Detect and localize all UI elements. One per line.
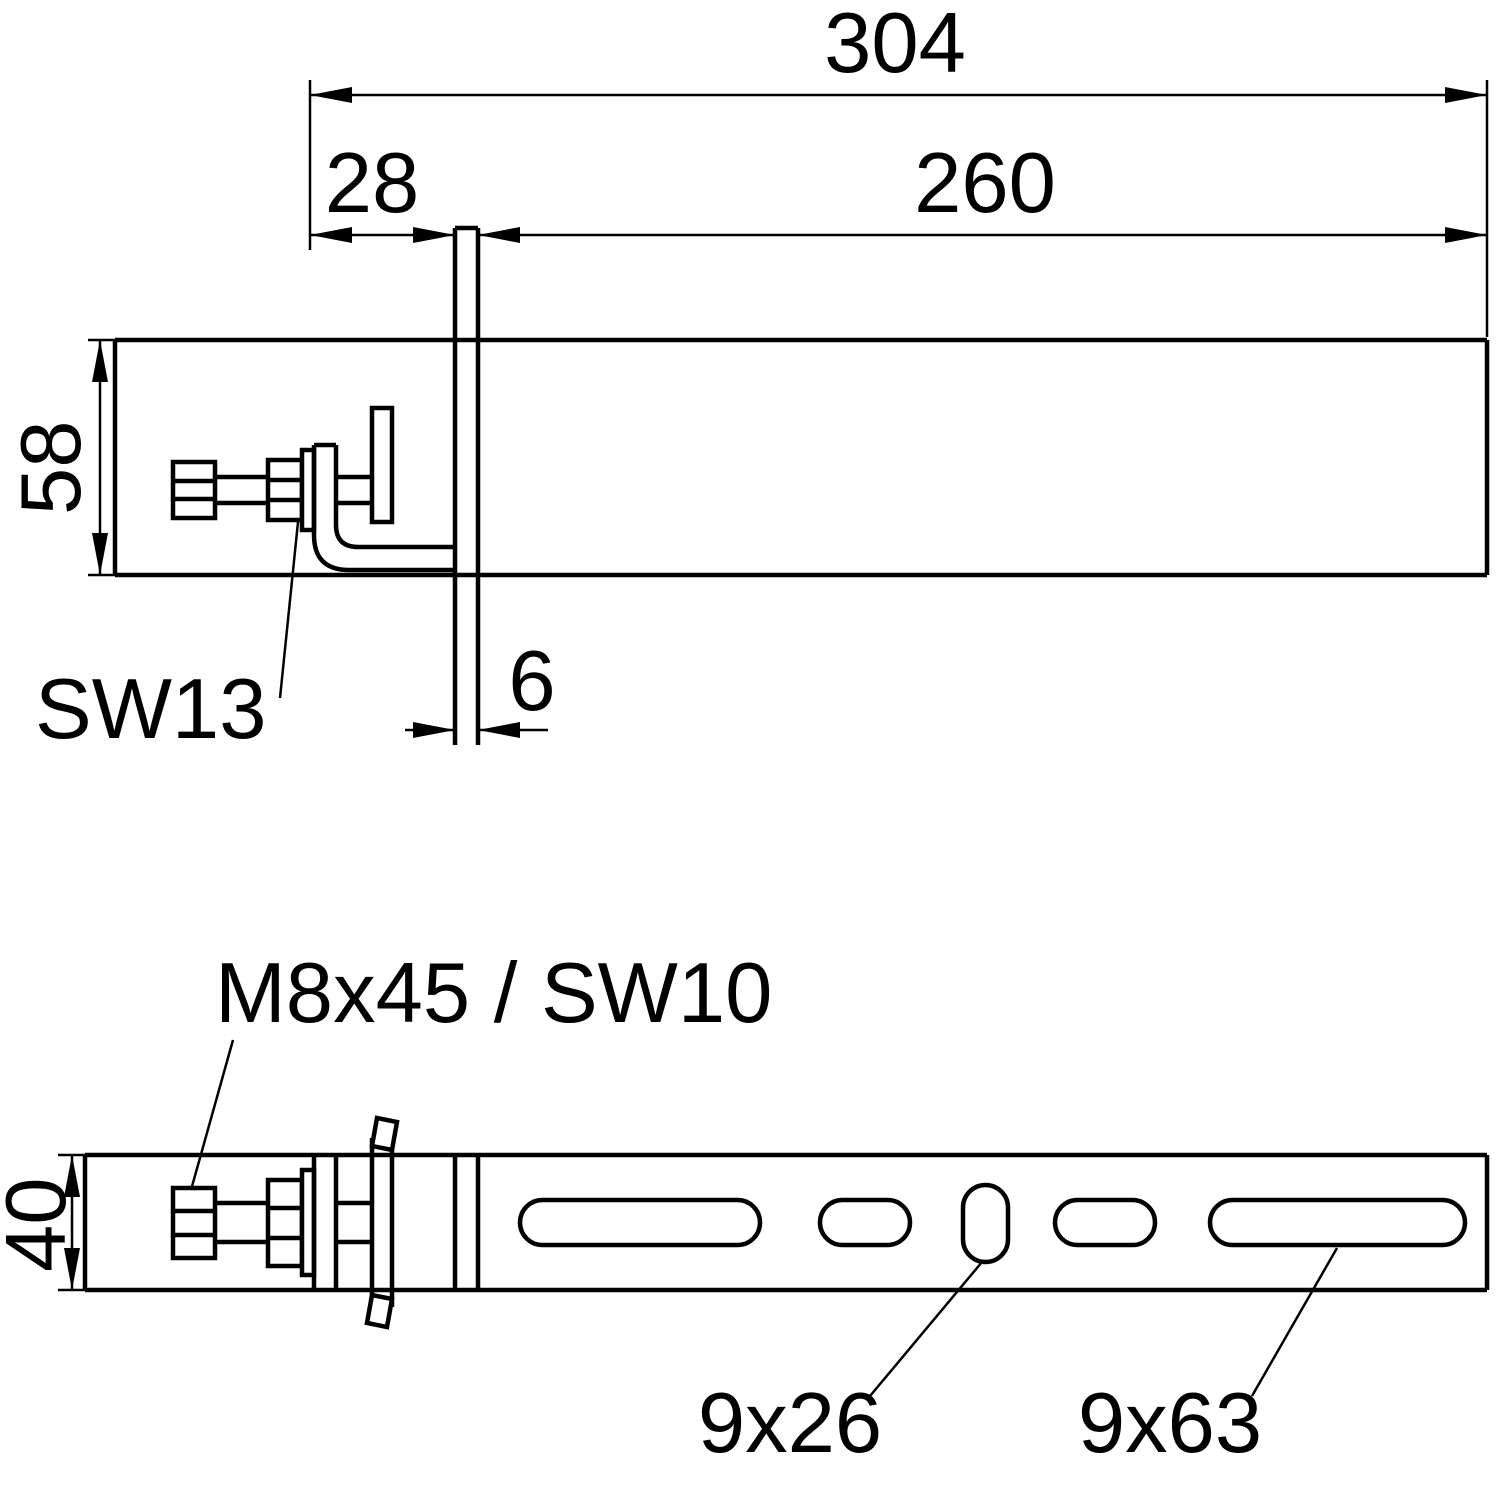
slot-9x63-left xyxy=(517,1197,763,1248)
callout-nut: SW13 xyxy=(35,521,300,757)
slot-small-leader-line xyxy=(869,1261,983,1397)
dim-total-length: 304 xyxy=(308,0,1489,337)
callout-slot-large: 9x63 xyxy=(1078,1247,1339,1471)
nut-sw13 xyxy=(265,457,305,523)
side-view-upright-plate xyxy=(452,225,481,745)
dim-plate-thickness-label: 6 xyxy=(508,634,555,729)
side-view: 304 28 260 58 xyxy=(4,0,1490,757)
dim-inner-length: 260 xyxy=(478,136,1487,243)
bolt-head-top xyxy=(170,1185,218,1261)
top-view-bar-outline xyxy=(82,1152,1490,1293)
dim-total-length-label: 304 xyxy=(824,0,966,91)
slot-large-label: 9x63 xyxy=(1078,1376,1262,1471)
slotted-holes xyxy=(517,1182,1468,1265)
slot-large-leader-line xyxy=(1250,1247,1339,1397)
bolt-head xyxy=(170,459,218,521)
callout-slot-small: 9x26 xyxy=(698,1261,983,1471)
dim-height-label: 58 xyxy=(4,420,99,515)
slot-9x63-right xyxy=(1207,1197,1468,1248)
callout-bolt: M8x45 / SW10 xyxy=(189,946,772,1191)
side-view-bolt-assembly xyxy=(170,405,455,573)
dim-inner-length-label: 260 xyxy=(914,136,1056,231)
slot-short-2 xyxy=(1052,1197,1158,1248)
serrated-washer-top xyxy=(364,1115,400,1330)
slot-short-1 xyxy=(817,1197,913,1248)
bolt-leader-line xyxy=(189,1039,235,1191)
nut-top xyxy=(265,1177,305,1269)
dim-height: 58 xyxy=(4,338,115,577)
nut-leader-line xyxy=(278,521,300,699)
serrated-washer-side xyxy=(369,405,395,525)
slot-9x26-vertical xyxy=(960,1182,1011,1265)
dim-offset-label: 28 xyxy=(325,136,420,231)
nut-label: SW13 xyxy=(35,662,266,757)
bolt-label: M8x45 / SW10 xyxy=(215,946,772,1041)
side-view-rail-outline xyxy=(112,337,1490,578)
slot-small-label: 9x26 xyxy=(698,1376,882,1471)
dim-width-label: 40 xyxy=(0,1177,84,1272)
dim-plate-thickness: 6 xyxy=(405,634,556,738)
dim-offset: 28 xyxy=(310,136,455,243)
dim-width: 40 xyxy=(0,1153,85,1292)
top-view: 40 M8x45 / SW10 9x26 9x63 xyxy=(0,946,1490,1471)
top-view-bolt-assembly xyxy=(170,1115,400,1330)
